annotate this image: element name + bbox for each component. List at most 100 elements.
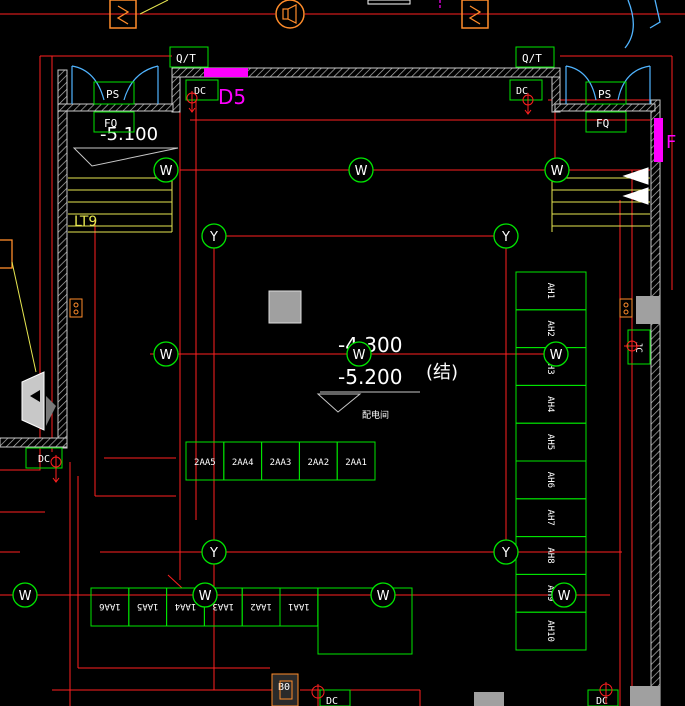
column xyxy=(474,692,504,706)
light-marker-icon xyxy=(153,157,179,183)
light-marker-label: W xyxy=(377,589,390,604)
cabinet-label: AH7 xyxy=(545,510,555,526)
stair-label: LT9 xyxy=(74,214,97,230)
cabinet-row-2aa: 2AA5 2AA4 2AA3 2AA2 2AA1 xyxy=(185,441,376,481)
light-marker-label: W xyxy=(550,348,563,363)
cabinet-cell xyxy=(336,441,376,481)
column xyxy=(636,296,660,324)
d5-label: D5 xyxy=(218,85,246,109)
light-marker-icon xyxy=(493,223,519,249)
cabinet-label: 2AA3 xyxy=(270,458,292,468)
light-marker-label: Y xyxy=(501,230,510,245)
cabinet-cell xyxy=(515,611,587,651)
cabinet-label: 1AA2 xyxy=(250,601,272,611)
qt-label-right: Q/T xyxy=(522,52,542,65)
cabinet-extension xyxy=(317,587,413,655)
light-marker-label: W xyxy=(19,589,32,604)
light-marker-icon xyxy=(192,582,218,608)
light-marker-icon xyxy=(201,223,227,249)
column xyxy=(268,290,302,324)
cabinet-label: AH2 xyxy=(545,321,555,337)
light-marker-icon xyxy=(544,157,570,183)
light-marker-icon xyxy=(551,582,577,608)
light-marker-label: W xyxy=(199,589,212,604)
light-marker-icon xyxy=(543,341,569,367)
panel-icon xyxy=(21,371,45,431)
fq-label-right: FQ xyxy=(596,117,609,130)
outlet-icon xyxy=(69,298,83,318)
light-marker-icon xyxy=(201,539,227,565)
light-marker-label: Y xyxy=(501,546,510,561)
wiring-lines xyxy=(0,55,673,706)
magenta-marker xyxy=(204,68,248,77)
cabinet-label: 1AA5 xyxy=(137,601,159,611)
light-marker-label: W xyxy=(353,348,366,363)
dc-label-top-left: DC xyxy=(194,86,206,97)
fixture-icon xyxy=(522,93,534,115)
door-swing-icon xyxy=(624,0,661,49)
light-marker-icon xyxy=(370,582,396,608)
light-marker-icon xyxy=(493,539,519,565)
cabinet-label: AH4 xyxy=(545,396,555,412)
light-marker-label: W xyxy=(558,589,571,604)
light-marker-label: Y xyxy=(209,546,218,561)
fixture-icon xyxy=(311,684,325,706)
switch-icon xyxy=(461,0,489,29)
light-marker-label: W xyxy=(160,164,173,179)
fixture-icon xyxy=(186,91,198,113)
dc-label-bottom-right: DC xyxy=(596,696,608,706)
triangle-icon xyxy=(46,396,56,426)
ps-label-right: PS xyxy=(598,88,611,101)
dc-label-left: DC xyxy=(38,454,50,465)
cabinet-label: 2AA2 xyxy=(307,458,329,468)
cabinet-label: 1AA1 xyxy=(288,601,310,611)
speaker-icon xyxy=(275,0,305,29)
level-label-1: -5.100 xyxy=(100,124,158,145)
dc-label-bottom: DC xyxy=(326,696,338,706)
qt-label-left: Q/T xyxy=(176,52,196,65)
light-marker-icon xyxy=(12,582,38,608)
light-marker-label: W xyxy=(160,348,173,363)
room-label: 配电间 xyxy=(362,409,389,421)
level-label-3: -5.200 xyxy=(338,365,402,389)
jc-label: JC xyxy=(633,342,643,353)
light-marker-icon xyxy=(348,157,374,183)
cabinet-label: AH1 xyxy=(545,283,555,299)
cabinet-label: 1AA4 xyxy=(175,601,197,611)
cabinet-label: 2AA5 xyxy=(194,458,216,468)
cabinet-label: 1AA6 xyxy=(99,601,121,611)
fixture-icon xyxy=(624,340,640,352)
bo-label: B0 xyxy=(278,682,290,693)
magenta-marker xyxy=(654,118,663,162)
cabinet-label: AH9 xyxy=(545,585,555,601)
cabinet-label: 2AA1 xyxy=(345,458,367,468)
stairs-left xyxy=(68,147,179,233)
cabinet-label: AH8 xyxy=(545,547,555,563)
triangle-icon xyxy=(30,390,40,402)
cabinet-label: AH6 xyxy=(545,472,555,488)
walls xyxy=(0,67,663,706)
annotations: -5.100 LT9 D5 F -4.300 -5.200 (结) 配电间 xyxy=(74,85,676,706)
light-marker-label: W xyxy=(355,164,368,179)
fixture-icon xyxy=(599,682,613,704)
column xyxy=(630,686,660,706)
fixture-icon xyxy=(50,455,62,483)
switch-icon xyxy=(109,0,137,29)
level-marker-icon xyxy=(316,393,362,413)
light-marker-label: Y xyxy=(209,230,218,245)
light-marker-icon xyxy=(153,341,179,367)
fixtures xyxy=(50,91,640,706)
dc-label-top-right: DC xyxy=(516,86,528,97)
fq-label-left: FQ xyxy=(104,117,117,130)
cabinet-label: 2AA4 xyxy=(232,458,254,468)
door-swings xyxy=(71,65,651,104)
outlet-icon xyxy=(619,298,633,318)
left-edge-items xyxy=(0,239,56,431)
structural-note: (结) xyxy=(426,362,458,383)
f-label: F xyxy=(666,132,676,153)
cabinet-label: AH10 xyxy=(545,620,555,642)
